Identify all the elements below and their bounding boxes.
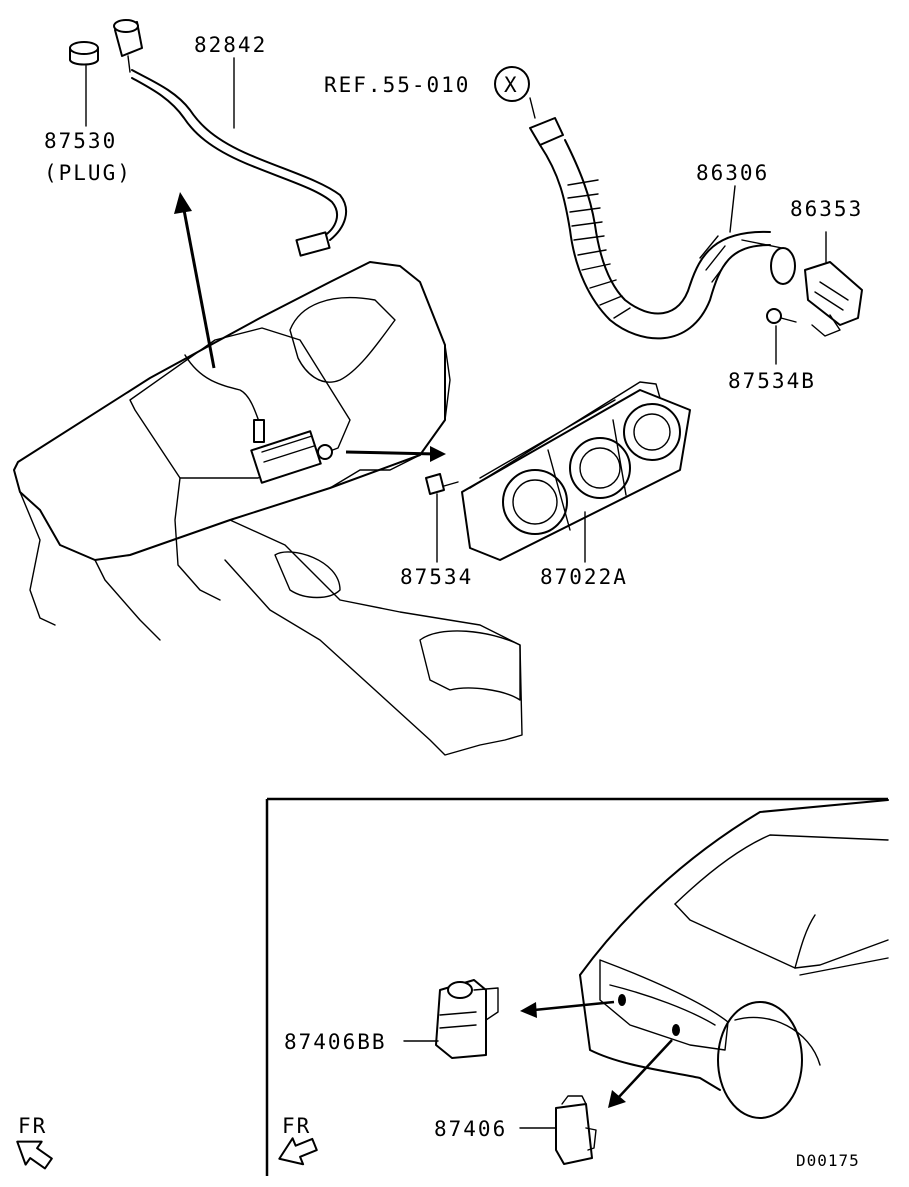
label-87406: 87406 (434, 1117, 507, 1141)
heater-control-87022A (461, 381, 691, 563)
label-ref: REF.55-010 (324, 73, 470, 97)
label-86353: 86353 (790, 197, 863, 221)
label-plug: (PLUG) (44, 161, 132, 185)
sensor-87406BB (403, 979, 499, 1059)
label-87534: 87534 (400, 565, 473, 589)
label-87534B: 87534B (728, 369, 816, 393)
label-82842: 82842 (194, 33, 267, 57)
screw-87534B (766, 308, 797, 365)
label-code: D00175 (796, 1151, 860, 1170)
screw-87534 (425, 473, 459, 563)
wire-harness-82842 (113, 19, 348, 257)
aspirator-hose-86306 (529, 97, 796, 340)
plug-87530 (69, 41, 99, 127)
sensor-86353 (804, 231, 863, 337)
ref-circle (494, 66, 530, 102)
label-fr-left: FR (18, 1114, 47, 1138)
label-fr-inset: FR (282, 1114, 311, 1138)
label-87530: 87530 (44, 129, 117, 153)
instrument-panel-drawing (13, 261, 523, 756)
sensor-87406 (519, 1095, 597, 1165)
fr-arrow-icon (16, 1140, 53, 1170)
fr-arrow-icon (278, 1137, 318, 1166)
vehicle-front-drawing (579, 799, 889, 1119)
label-87022A: 87022A (540, 565, 628, 589)
inset-arrows (520, 1000, 673, 1108)
label-86306: 86306 (696, 161, 769, 185)
arrow-to-control (345, 446, 446, 462)
label-87406BB: 87406BB (284, 1030, 387, 1054)
arrow-to-wire (174, 192, 216, 369)
label-ref-circle: X (504, 73, 519, 97)
inset-frame (265, 797, 888, 1176)
